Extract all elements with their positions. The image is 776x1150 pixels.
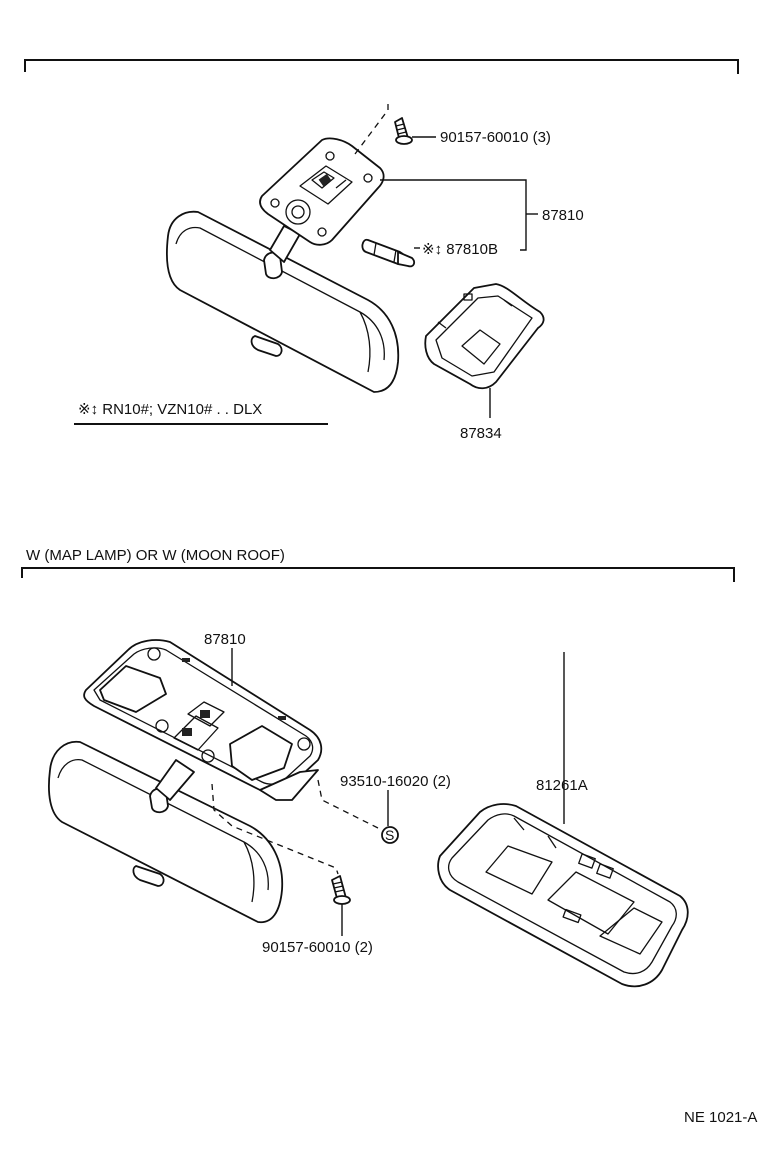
label-screw-1: 90157-60010 (3) — [440, 129, 551, 146]
label-cover-2: 81261A — [536, 777, 588, 794]
label-screw-2: 90157-60010 (2) — [262, 939, 373, 956]
section-1: 90157-60010 (3) 87810 ※↕ 87810B 87834 ※↕… — [24, 59, 739, 442]
mirror-drawing-1 — [166, 210, 400, 393]
section-1-frame — [24, 59, 739, 74]
lamp-assy-drawing-2 — [83, 639, 323, 801]
clip-drawing-2: S — [317, 779, 399, 844]
screw-drawing-1 — [351, 104, 413, 159]
cover-drawing-2 — [437, 803, 689, 988]
label-lamp-assy-2: 87810 — [204, 631, 246, 648]
section-2-title: W (MAP LAMP) OR W (MOON ROOF) — [26, 547, 285, 564]
mirror-drawing-2 — [48, 740, 284, 924]
label-lamp-assy-1: 87810 — [542, 207, 584, 224]
label-clip-2: 93510-16020 (2) — [340, 773, 451, 790]
lamp-base-drawing-1 — [259, 137, 385, 246]
leader-lines-2 — [231, 648, 565, 936]
section-2-frame — [21, 567, 735, 582]
label-cover-1: 87834 — [460, 425, 502, 442]
bulb-drawing-1 — [361, 238, 415, 268]
cover-drawing-1 — [424, 283, 545, 390]
leader-lines-1 — [380, 136, 538, 418]
clip-symbol: S — [385, 827, 394, 843]
section-2: W (MAP LAMP) OR W (MOON ROOF) — [21, 547, 735, 988]
diagram-code: NE 1021-A — [684, 1109, 757, 1126]
model-note: ※↕ RN10#; VZN10# . . DLX — [78, 401, 262, 418]
label-bulb-1: ※↕ 87810B — [422, 241, 498, 258]
